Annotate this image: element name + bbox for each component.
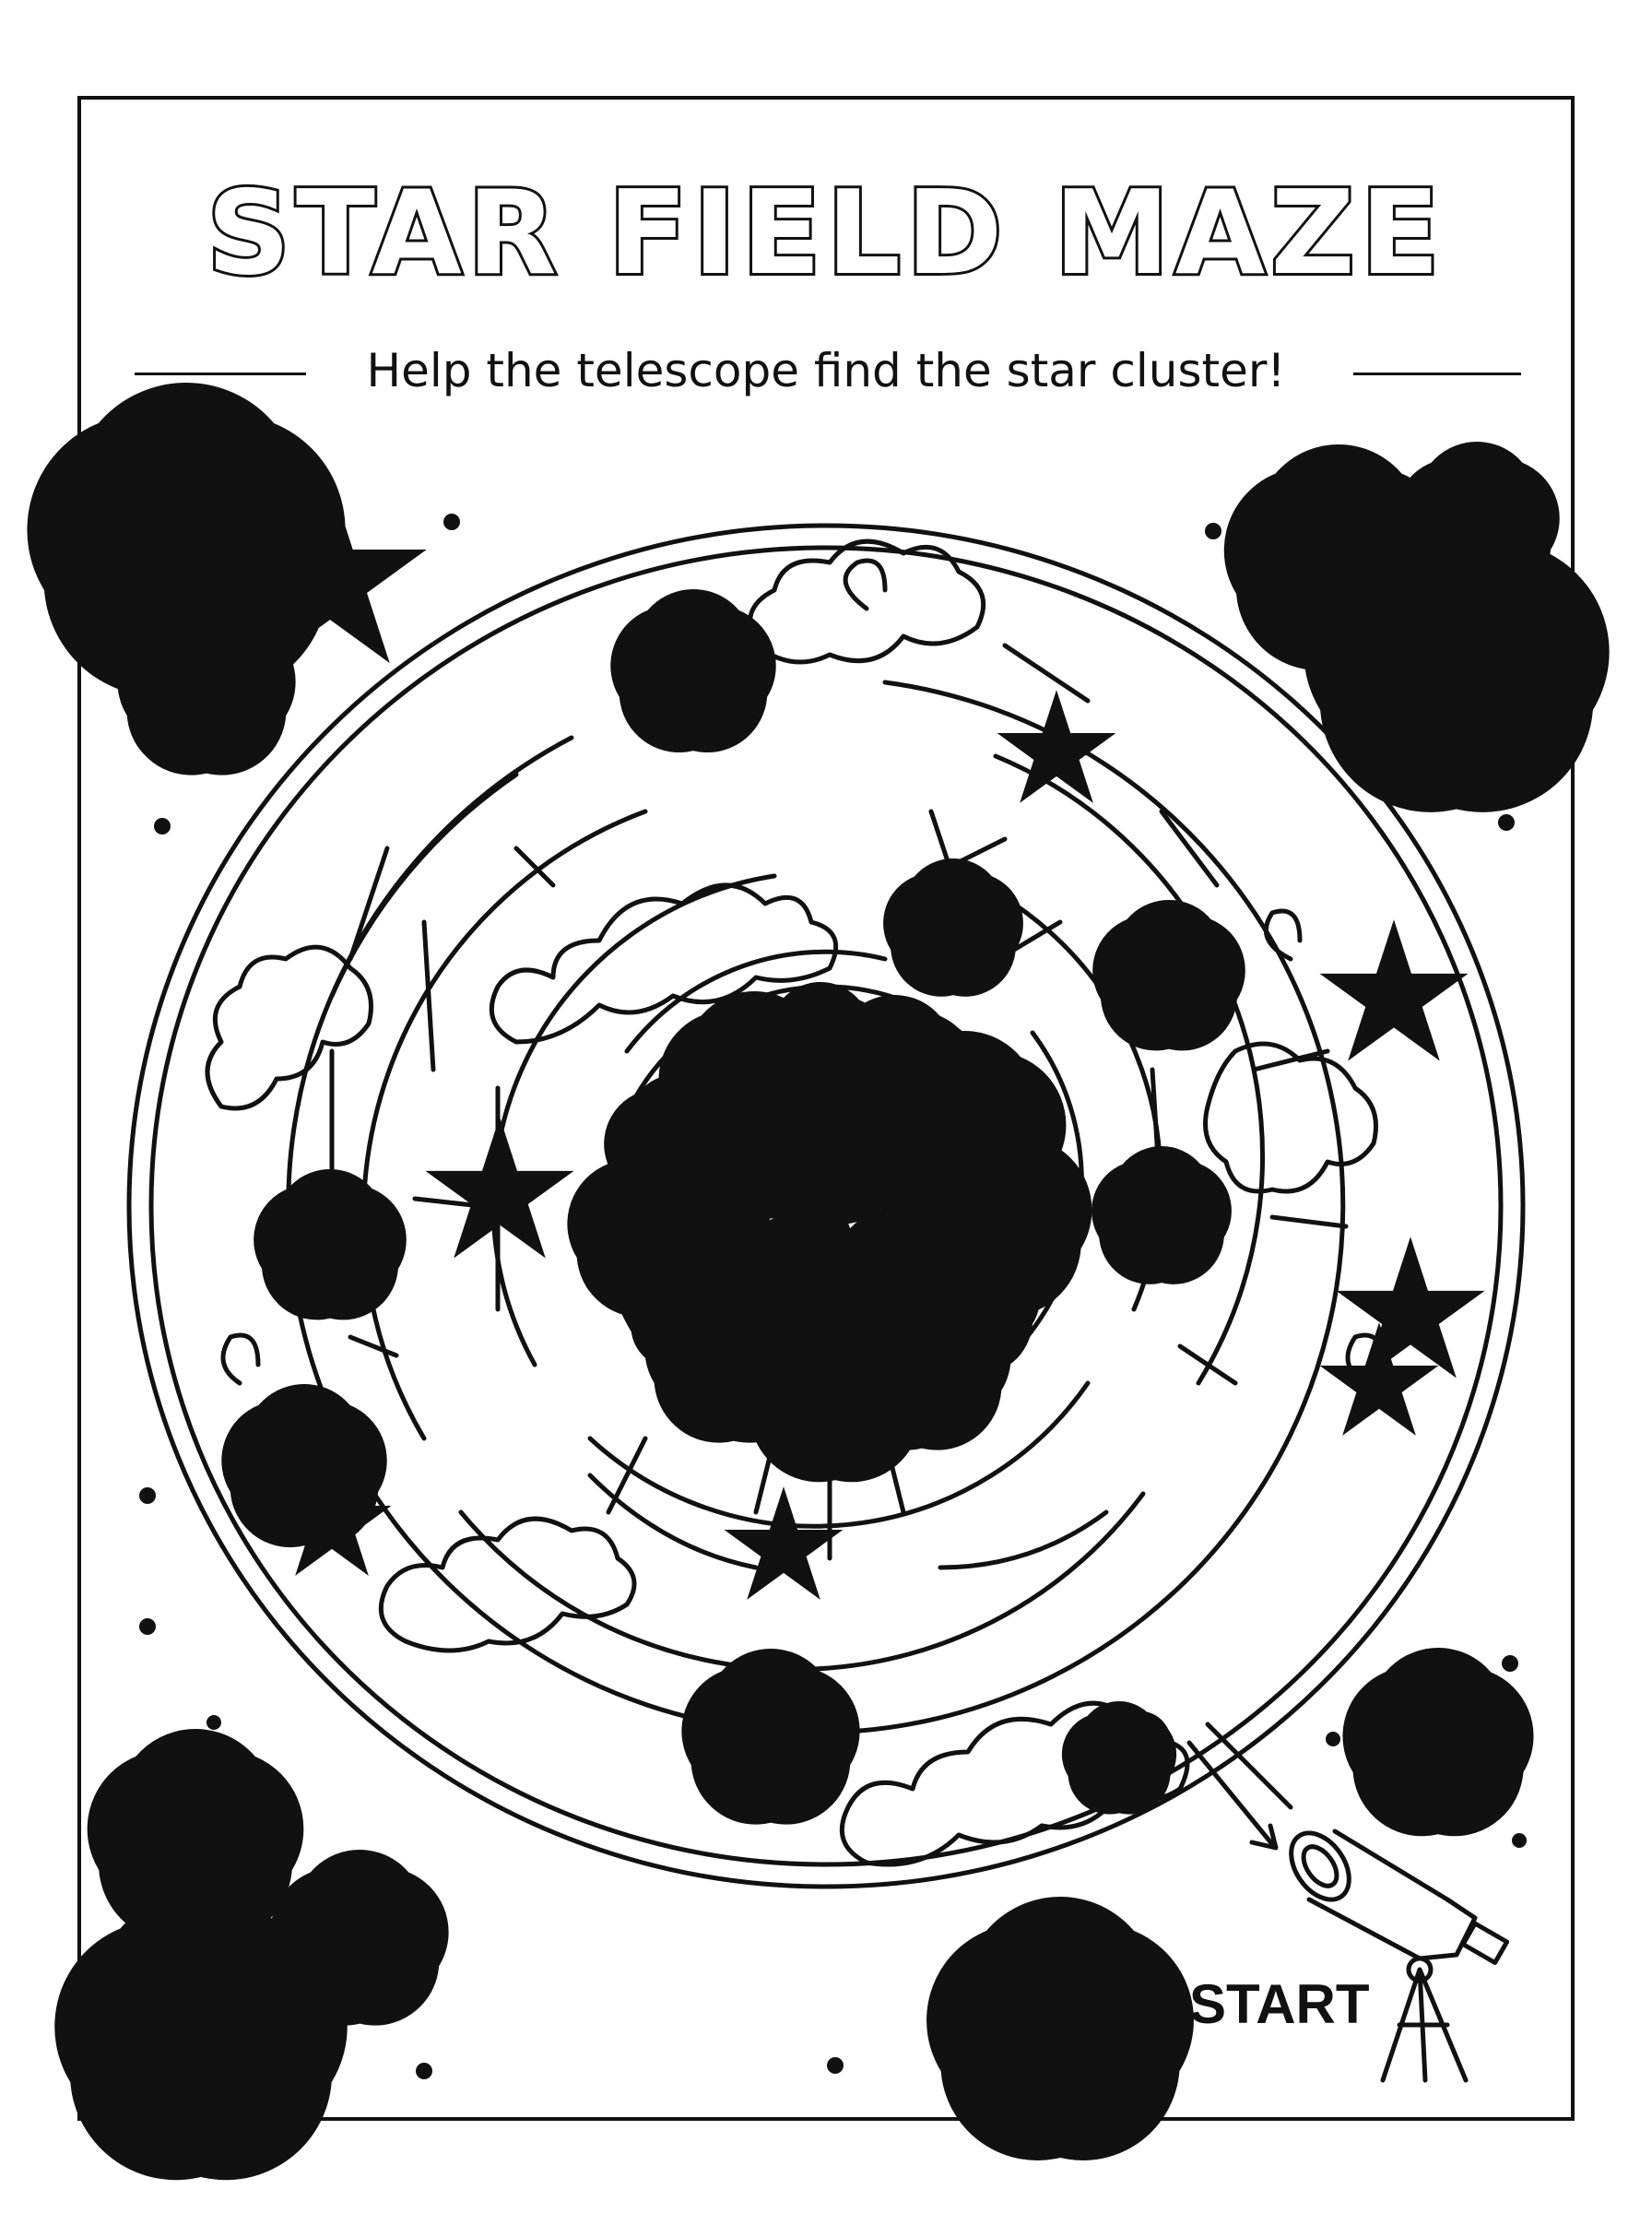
cloud-icon — [205, 944, 373, 1111]
swirl-decoration — [843, 558, 888, 611]
dot-decorations — [139, 514, 1527, 2079]
star-outline-icon — [309, 1225, 351, 1264]
maze-ring-4c — [624, 949, 888, 1054]
maze-ring-2 — [993, 753, 1265, 1386]
star-outline-icon — [746, 1713, 795, 1760]
subtitle-rule-right — [1353, 373, 1521, 375]
star-filled-icon — [307, 557, 352, 600]
page-title: STAR FIELD MAZE — [204, 165, 1446, 301]
star-filled-icon — [482, 1177, 517, 1210]
star-outline-icon — [281, 1444, 326, 1487]
start-label: START — [1189, 1973, 1370, 2035]
star-outline-icon — [142, 498, 230, 581]
star-outline-icon — [160, 1997, 242, 2074]
star-filled-icon — [1365, 1370, 1393, 1397]
cloud-icon — [1203, 1041, 1378, 1194]
cloud-icon — [378, 1516, 637, 1653]
start-arrow-line — [1205, 1722, 1293, 1810]
telescope-icon — [1289, 1828, 1510, 2083]
star-filled-icon — [770, 1534, 797, 1561]
start-arrow — [1186, 1740, 1279, 1851]
subtitle-rule-left — [135, 373, 306, 375]
star-outline-icon — [1142, 1197, 1181, 1234]
maze-ring-1b — [329, 772, 519, 999]
star-outline-icon — [934, 909, 973, 946]
cloud-icon — [747, 538, 986, 665]
swirl-decoration — [220, 1332, 261, 1386]
star-outline-icon — [670, 649, 715, 692]
star-outline-icon — [1414, 621, 1498, 702]
star-outline-icon — [1023, 1994, 1097, 2064]
star-filled-icon — [1043, 738, 1070, 764]
star-outline-icon — [1148, 955, 1190, 995]
star-outline-icon — [335, 1914, 384, 1961]
page-border — [77, 96, 1575, 2121]
goal-label: GOAL — [728, 1197, 894, 1260]
cloud-icon — [489, 882, 839, 1045]
maze-outer-wall-inner — [148, 545, 1504, 1867]
star-outline-icon — [182, 664, 230, 711]
maze-ring-3b — [587, 1380, 1091, 1529]
star-filled-icon — [318, 1510, 346, 1537]
star-outline-icon — [1411, 1717, 1464, 1767]
maze-ring-2c — [360, 809, 648, 1441]
star-outline-icon — [1103, 1743, 1135, 1773]
page-subtitle: Help the telescope find the star cluster… — [366, 344, 1286, 397]
swirl-decoration — [1263, 908, 1303, 962]
star-outline-icon — [166, 1807, 226, 1864]
maze-outer-wall — [126, 523, 1526, 1889]
cloud-icon — [839, 1700, 1190, 1867]
star-filled-icon — [1376, 979, 1411, 1012]
star-filled-icon — [1393, 1296, 1428, 1330]
